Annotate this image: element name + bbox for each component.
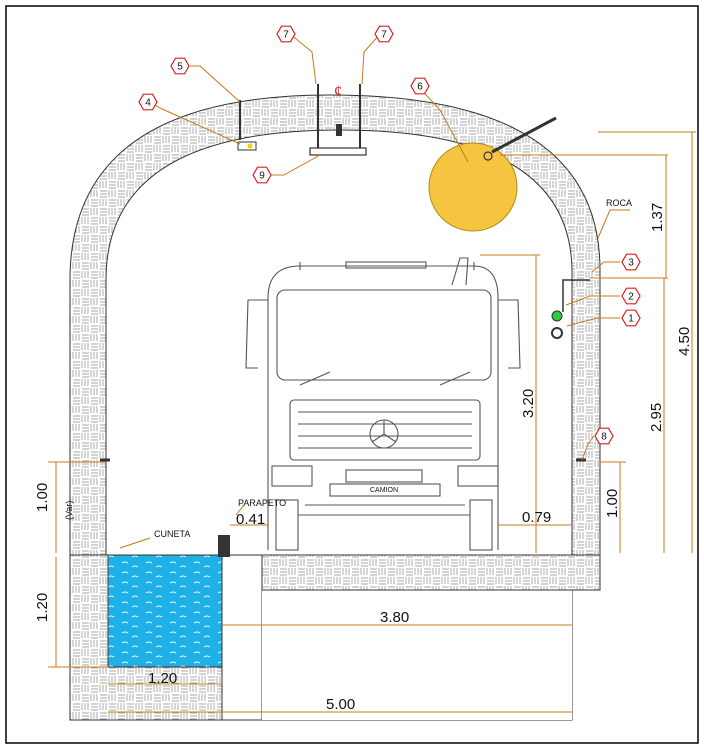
cable-coil bbox=[551, 327, 563, 339]
callout-hexagon bbox=[621, 287, 641, 305]
gutter-water bbox=[107, 554, 223, 668]
centerline-symbol: ¢ bbox=[334, 83, 342, 100]
dim-right-low: 1.00 bbox=[604, 489, 621, 518]
truck-front-view bbox=[245, 257, 521, 551]
label-variable: (Var) bbox=[64, 501, 74, 520]
callout-number: 6 bbox=[417, 82, 423, 93]
callout-hexagon bbox=[594, 427, 614, 445]
dimension-lines bbox=[48, 131, 696, 713]
callout-hexagon bbox=[374, 25, 394, 43]
callout-number: 5 bbox=[177, 62, 183, 73]
callout-number: 7 bbox=[283, 30, 289, 41]
dim-vehicle-height: 3.20 bbox=[520, 389, 537, 418]
fan-bracket bbox=[491, 116, 557, 154]
label-parapet: PARAPETO bbox=[238, 498, 286, 508]
callout-number: 8 bbox=[601, 432, 607, 443]
callout-hexagon bbox=[621, 253, 641, 271]
dim-side-clearance: 0.79 bbox=[522, 509, 551, 526]
dim-total-height: 4.50 bbox=[676, 327, 693, 356]
callout-hexagon bbox=[138, 93, 158, 111]
dim-parapet-gap: 0.41 bbox=[236, 511, 265, 528]
sheet-frame bbox=[5, 5, 699, 744]
label-rock: ROCA bbox=[606, 198, 632, 208]
callout-hexagon bbox=[410, 77, 430, 95]
parapet-block bbox=[218, 535, 230, 557]
dim-gutter-depth: 1.20 bbox=[34, 593, 51, 622]
jet-fan bbox=[428, 142, 518, 232]
callout-number: 9 bbox=[259, 171, 265, 182]
callout-number: 4 bbox=[145, 98, 151, 109]
callout-hexagon bbox=[276, 25, 296, 43]
callout-hexagon bbox=[621, 309, 641, 327]
callout-group: 1 2 3 4 5 6 7 7 8 9 bbox=[138, 25, 641, 445]
dim-floor-width: 3.80 bbox=[380, 609, 409, 626]
floor-void bbox=[262, 590, 572, 720]
callout-hexagon bbox=[252, 166, 272, 184]
callout-hexagon bbox=[170, 57, 190, 75]
callout-number: 7 bbox=[381, 30, 387, 41]
label-gutter: CUNETA bbox=[154, 529, 190, 539]
callout-number: 2 bbox=[628, 292, 634, 303]
sensor-light bbox=[247, 143, 253, 149]
dim-left-low: 1.00 bbox=[34, 483, 51, 512]
callout-number: 1 bbox=[628, 314, 634, 325]
green-light bbox=[551, 310, 563, 322]
dim-total-width: 5.00 bbox=[326, 696, 355, 713]
fan-hook bbox=[483, 151, 493, 161]
cable-tray bbox=[309, 147, 367, 156]
label-truck: CAMION bbox=[370, 487, 398, 494]
callout-number: 3 bbox=[628, 258, 634, 269]
dim-upper-rise: 1.37 bbox=[649, 203, 666, 232]
dim-side-height: 2.95 bbox=[648, 403, 665, 432]
right-wall-conduit bbox=[562, 279, 590, 312]
dim-gutter-width: 1.20 bbox=[148, 670, 177, 687]
lamp-fixture bbox=[336, 124, 342, 136]
sensor-box bbox=[237, 141, 257, 151]
